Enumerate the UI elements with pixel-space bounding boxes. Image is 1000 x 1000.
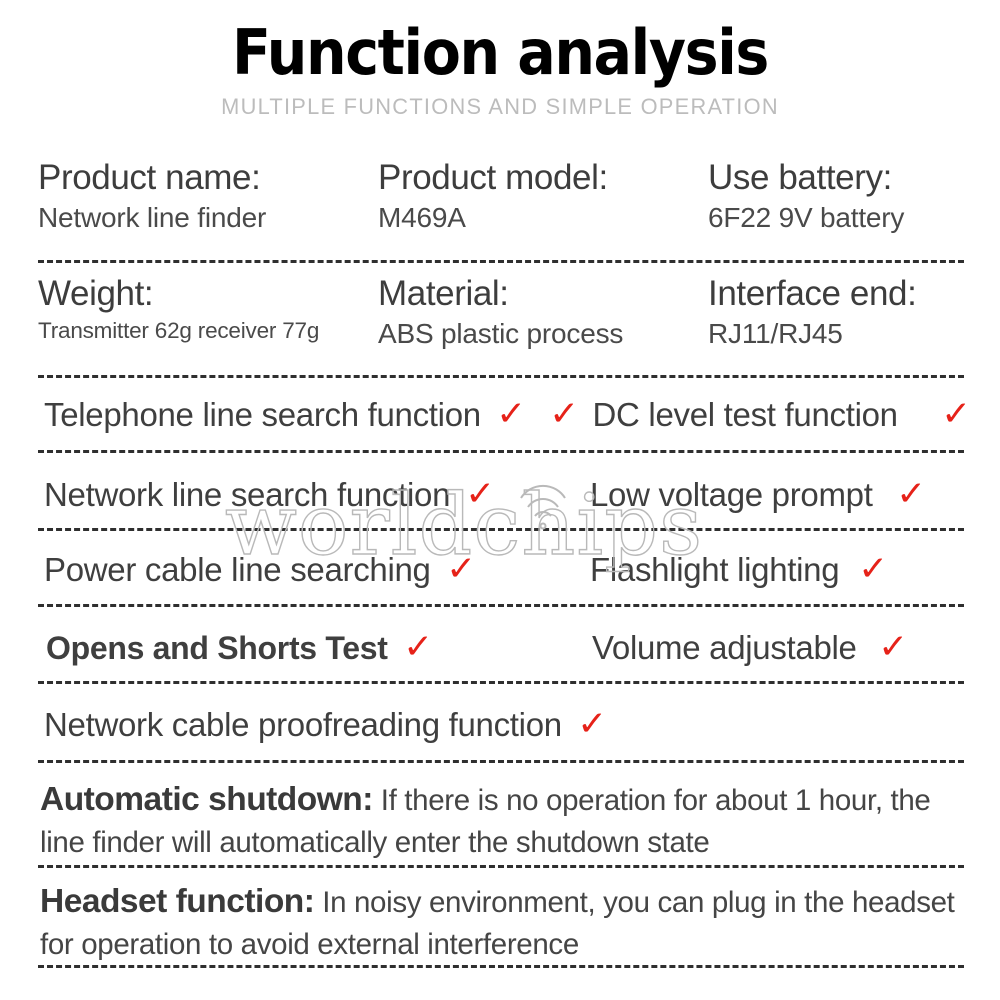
spec-value: Network line finder [38, 202, 267, 234]
spec-label: Product model: [378, 158, 608, 197]
spec-label: Weight: [38, 274, 154, 313]
spec-value: ABS plastic process [378, 318, 624, 350]
spec-cell-product-name: Product name: Network line finder [38, 158, 378, 235]
spec-value: RJ11/RJ45 [708, 318, 843, 350]
separator-2 [38, 375, 964, 378]
feature-row-2: Network line search function ✓ Low volta… [38, 474, 964, 550]
check-icon: ✓ [577, 704, 608, 744]
check-icon: ✓ [402, 627, 433, 667]
feature-row-1: Telephone line search function ✓ ✓ DC le… [38, 394, 971, 470]
paragraph-lead: Headset function: [40, 883, 315, 920]
feature-network-cable-proofreading: Network cable proofreading function ✓ [44, 704, 608, 744]
feature-row-5: Network cable proofreading function ✓ [38, 704, 964, 780]
spec-value: Transmitter 62g receiver 77g [38, 318, 320, 344]
paragraph-lead: Automatic shutdown: [40, 781, 373, 818]
page-header: Function analysis MULTIPLE FUNCTIONS AND… [0, 0, 1000, 120]
paragraph-headset-function: Headset function: In noisy environment, … [40, 880, 958, 964]
paragraph-body: In noisy environment, you can plug in th… [40, 886, 955, 961]
feature-low-voltage-prompt: Low voltage prompt ✓ [590, 474, 926, 514]
feature-flashlight-lighting: Flashlight lighting ✓ [590, 549, 889, 589]
separator-7 [38, 760, 964, 763]
spec-label: Use battery: [708, 158, 892, 197]
feature-label: Volume adjustable [592, 629, 857, 666]
page-title: Function analysis [232, 16, 769, 89]
check-icon: ✓ [895, 474, 926, 514]
spec-label: Material: [378, 274, 509, 313]
check-icon: ✓ [858, 549, 889, 589]
feature-telephone-line-search: Telephone line search function ✓ [44, 394, 527, 434]
separator-8 [38, 865, 964, 868]
spec-row-1: Product name: Network line finder Produc… [38, 158, 964, 235]
feature-label: Power cable line searching [44, 551, 431, 588]
feature-row-4: Opens and Shorts Test ✓ Volume adjustabl… [38, 627, 964, 703]
feature-label: Low voltage prompt [590, 476, 873, 513]
feature-row-3: Power cable line searching ✓ Flashlight … [38, 549, 964, 625]
spec-cell-interface-end: Interface end: RJ11/RJ45 [708, 274, 964, 351]
feature-power-cable-line-searching: Power cable line searching ✓ [44, 549, 476, 589]
check-icon: ✓ [465, 474, 496, 514]
spec-cell-material: Material: ABS plastic process [378, 274, 708, 351]
separator-3 [38, 450, 964, 453]
spec-value: M469A [378, 202, 466, 234]
feature-volume-adjustable: Volume adjustable ✓ [592, 627, 908, 667]
separator-9 [38, 965, 964, 968]
feature-label: Network cable proofreading function [44, 706, 562, 743]
feature-network-line-search: Network line search function ✓ [44, 474, 496, 514]
feature-opens-and-shorts-test: Opens and Shorts Test ✓ [46, 627, 433, 667]
feature-label: Opens and Shorts Test [46, 630, 388, 666]
check-icon: ✓ [941, 394, 971, 434]
paragraph-automatic-shutdown: Automatic shutdown: If there is no opera… [40, 778, 958, 862]
feature-dc-level-test: ✓ DC level test function ✓ [549, 394, 971, 434]
spec-cell-weight: Weight: Transmitter 62g receiver 77g [38, 274, 378, 351]
feature-label: Network line search function [44, 476, 451, 513]
separator-1 [38, 260, 964, 263]
spec-label: Interface end: [708, 274, 917, 313]
spec-cell-product-model: Product model: M469A [378, 158, 708, 235]
check-icon: ✓ [877, 627, 908, 667]
spec-value: 6F22 9V battery [708, 202, 905, 234]
spec-cell-use-battery: Use battery: 6F22 9V battery [708, 158, 964, 235]
feature-label: Telephone line search function [44, 396, 481, 433]
separator-4 [38, 528, 964, 531]
page-subtitle: MULTIPLE FUNCTIONS AND SIMPLE OPERATION [221, 94, 779, 119]
check-icon: ✓ [445, 549, 476, 589]
check-icon: ✓ [496, 394, 527, 434]
check-icon: ✓ [549, 394, 580, 434]
spec-label: Product name: [38, 158, 261, 197]
spec-row-2: Weight: Transmitter 62g receiver 77g Mat… [38, 274, 964, 351]
separator-6 [38, 681, 964, 684]
separator-5 [38, 604, 964, 607]
feature-label: Flashlight lighting [590, 551, 840, 588]
paragraph-body: If there is no operation for about 1 hou… [40, 784, 931, 859]
feature-label: DC level test function [592, 396, 899, 433]
